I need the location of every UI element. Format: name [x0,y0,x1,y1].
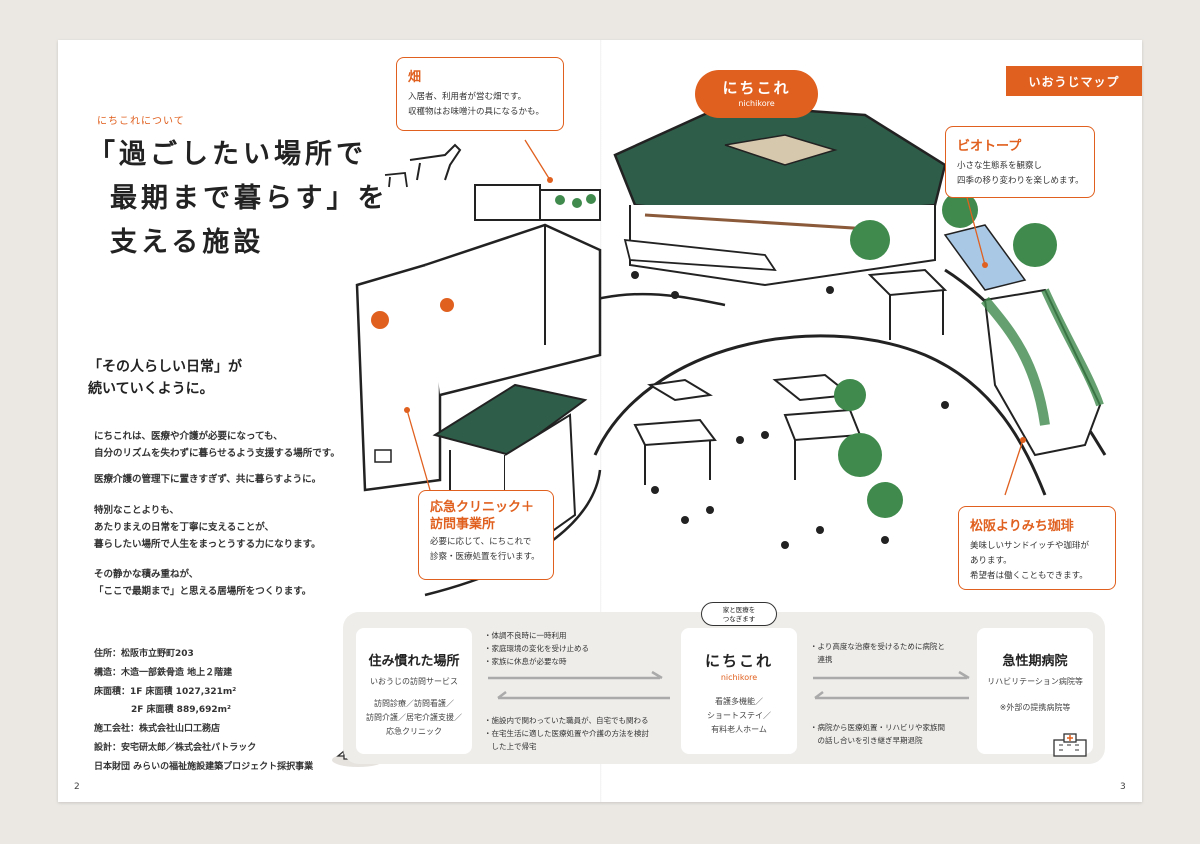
headline-line-2: 最期まで暮らす」を [110,183,389,214]
flow-notes-right-bottom: ・病院から医療処置・リハビリや家族間 の話し合いを引き継ぎ早期退院 [810,721,945,747]
flow-nichikore-service: 有料老人ホーム [711,725,767,734]
flow-note: ・在宅生活に適した医療処置や介護の方法を検討 [484,729,649,738]
flow-nichikore-service: ショートステイ／ [707,711,771,720]
headline: 「過ごしたい場所で 最期まで暮らす」を 支える施設 [88,133,388,265]
flow-hospital-subtitle: リハビリテーション病院等 [987,677,1083,686]
page-number-right: 3 [1120,782,1126,792]
flow-hospital-title: 急性期病院 [1002,654,1068,669]
info-design: 設計：安宅研太郎／株式会社パトラック [94,743,257,753]
callout-cafe-line: 希望者は働くこともできます。 [970,571,1088,581]
callout-biotope-title: ビオトープ [957,139,1022,154]
nichikore-bubble: にちこれ nichikore [695,70,818,118]
flow-connect-tag-line: つなぎます [722,615,756,623]
flow-note: ・施設内で関わっていた職員が、自宅でも関わる [484,716,649,725]
flow-home-title: 住み慣れた場所 [368,654,460,669]
flow-home-service: 応急クリニック [386,727,442,736]
flow-nichikore-subtitle: nichikore [720,673,758,682]
headline-line-3: 支える施設 [110,227,265,258]
headline-line-1: 「過ごしたい場所で [88,139,367,170]
flow-note: ・体調不良時に一時利用 [484,631,567,640]
body-paragraph-1: にちこれは、医療や介護が必要になっても、 自分のリズムを失わずに暮らせるよう支援… [94,428,340,462]
flow-box-nichikore: にちこれ nichikore 看護多機能／ ショートステイ／ 有料老人ホーム [681,628,797,754]
callout-clinic: 応急クリニック＋ 訪問事業所 必要に応じて、にちこれで 診察・医療処置を行います… [418,490,554,580]
info-floor-area-2f: 2F 床面積 889,692m² [131,705,231,715]
callout-field-line: 収穫物はお味噌汁の具になるかも。 [408,107,545,117]
flow-notes-left-top: ・体調不良時に一時利用 ・家庭環境の変化を受け止める ・家族に休息が必要な時 [484,629,589,668]
lead-line-2: 続いていくように。 [88,381,214,397]
callout-cafe: 松阪よりみち珈琲 美味しいサンドイッチや珈琲が あります。 希望者は働くこともで… [958,506,1116,590]
info-address: 住所：松阪市立野町203 [94,649,194,659]
flow-nichikore-service: 看護多機能／ [715,697,763,706]
callout-cafe-line: 美味しいサンドイッチや珈琲が [970,541,1090,551]
flow-arrows-right [813,670,970,700]
lead-line-1: 「その人らしい日常」が [88,359,242,375]
body-line: あたりまえの日常を丁寧に支えることが、 [94,522,275,533]
flow-connect-tag-line: 家と医療を [722,606,756,614]
callout-cafe-title: 松阪よりみち珈琲 [970,519,1074,534]
flow-arrows-left [488,670,670,700]
callout-field-line: 入居者、利用者が営む畑です。 [408,92,527,102]
body-line: 特別なことよりも、 [94,505,180,516]
lead-text: 「その人らしい日常」が 続いていくように。 [88,356,242,400]
callout-clinic-title: 応急クリニック＋ 訪問事業所 [430,499,542,533]
body-paragraph-3: 特別なことよりも、 あたりまえの日常を丁寧に支えることが、 暮らしたい場所で人生… [94,502,321,553]
info-structure: 構造：木造一部鉄骨造 地上２階建 [94,668,233,678]
flow-note: 連携 [810,655,833,664]
body-line: 自分のリズムを失わずに暮らせるよう支援する場所です。 [94,448,340,459]
section-kicker: にちこれについて [97,116,185,127]
flow-hospital-note: ※外部の提携病院等 [999,703,1071,712]
body-paragraph-4: その静かな積み重ねが、 「ここで最期まで」と思える居場所をつくります。 [94,566,311,600]
info-foundation: 日本財団 みらいの福祉施設建築プロジェクト採択事業 [94,762,314,772]
flow-home-service: 訪問介護／居宅介護支援／ [366,713,462,722]
page-fold [600,40,602,802]
body-line: 医療介護の管理下に置きすぎず、共に暮らすように。 [94,474,322,485]
callout-biotope-line: 四季の移り変わりを楽しめます。 [957,176,1084,186]
flow-note: した上で帰宅 [484,742,537,751]
callout-field-title: 畑 [408,70,422,85]
callout-clinic-title-line: 訪問事業所 [430,517,496,532]
flow-note: ・家族に休息が必要な時 [484,657,567,666]
bubble-subtitle: nichikore [738,99,775,108]
page-number-left: 2 [74,782,80,792]
info-builder: 施工会社：株式会社山口工務店 [94,724,221,734]
hospital-icon [1053,733,1087,757]
flow-box-home: 住み慣れた場所 いおうじの訪問サービス 訪問診療／訪問看護／ 訪問介護／居宅介護… [356,628,472,754]
body-paragraph-2: 医療介護の管理下に置きすぎず、共に暮らすように。 [94,471,321,488]
body-line: 「ここで最期まで」と思える居場所をつくります。 [94,586,312,597]
flow-box-hospital: 急性期病院 リハビリテーション病院等 ※外部の提携病院等 [977,628,1093,754]
flow-nichikore-title: にちこれ [704,652,773,670]
callout-clinic-line: 必要に応じて、にちこれで [430,537,532,547]
map-title-badge: いおうじマップ [1006,66,1142,96]
callout-clinic-title-line: 応急クリニック＋ [430,500,535,515]
bubble-title: にちこれ [722,79,791,97]
flow-note: ・病院から医療処置・リハビリや家族間 [810,723,945,732]
body-line: その静かな積み重ねが、 [94,569,199,580]
flow-home-service: 訪問診療／訪問看護／ [374,699,454,708]
flow-home-subtitle: いおうじの訪問サービス [370,677,458,686]
body-line: にちこれは、医療や介護が必要になっても、 [94,431,283,442]
callout-cafe-line: あります。 [970,556,1012,566]
info-floor-area-1f: 床面積：1F 床面積 1027,321m² [94,687,237,697]
callout-biotope-line: 小さな生態系を観察し [957,161,1043,171]
flow-note: ・家庭環境の変化を受け止める [484,644,589,653]
flow-note: ・より高度な治療を受けるために病院と [810,642,945,651]
flow-notes-left-bottom: ・施設内で関わっていた職員が、自宅でも関わる ・在宅生活に適した医療処置や介護の… [484,714,649,753]
flow-connect-tag: 家と医療を つなぎます [701,602,777,626]
callout-clinic-line: 診察・医療処置を行います。 [430,552,540,562]
body-line: 暮らしたい場所で人生をまっとうする力になります。 [94,539,321,550]
flow-note: の話し合いを引き継ぎ早期退院 [810,736,923,745]
callout-biotope: ビオトープ 小さな生態系を観察し 四季の移り変わりを楽しめます。 [945,126,1095,198]
callout-field: 畑 入居者、利用者が営む畑です。 収穫物はお味噌汁の具になるかも。 [396,57,564,131]
flow-notes-right-top: ・より高度な治療を受けるために病院と 連携 [810,640,945,666]
